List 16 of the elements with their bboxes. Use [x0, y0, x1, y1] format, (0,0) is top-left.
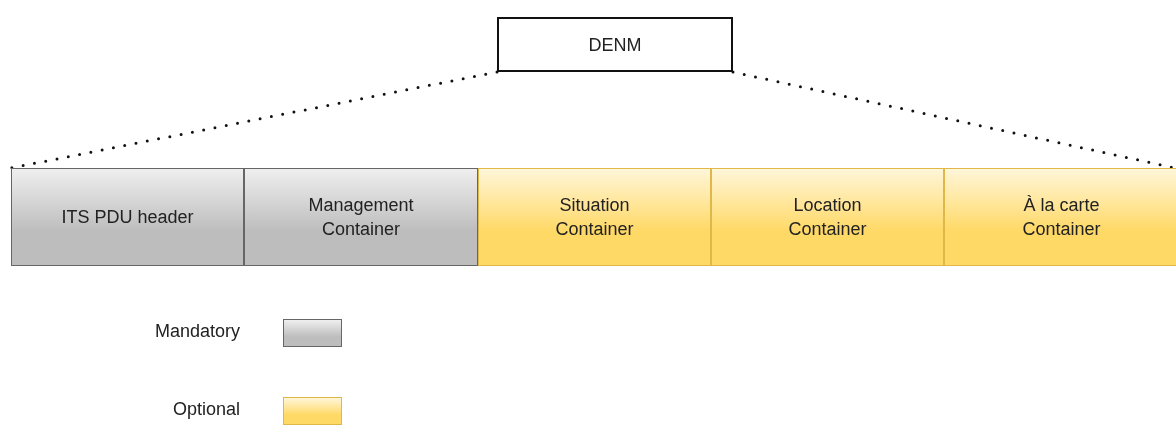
container-segment — [478, 168, 711, 266]
segment-label: DENM — [588, 33, 642, 57]
legend-label: Mandatory — [154, 321, 240, 342]
container-segment — [944, 168, 1176, 266]
segment-label: ITS PDU header — [61, 206, 194, 229]
segment-label: À la carte Container — [1021, 194, 1102, 241]
segment-label: Management Container — [307, 194, 415, 241]
legend-label: Optional — [172, 399, 240, 420]
container-segment — [244, 168, 478, 266]
dotted-line — [731, 70, 1176, 170]
dotted-line — [9, 70, 499, 170]
segment-label: Location Container — [787, 194, 868, 241]
container-segment — [711, 168, 944, 266]
message-box — [497, 17, 733, 72]
container-segment — [11, 168, 244, 266]
segment-label: Situation Container — [554, 194, 635, 241]
